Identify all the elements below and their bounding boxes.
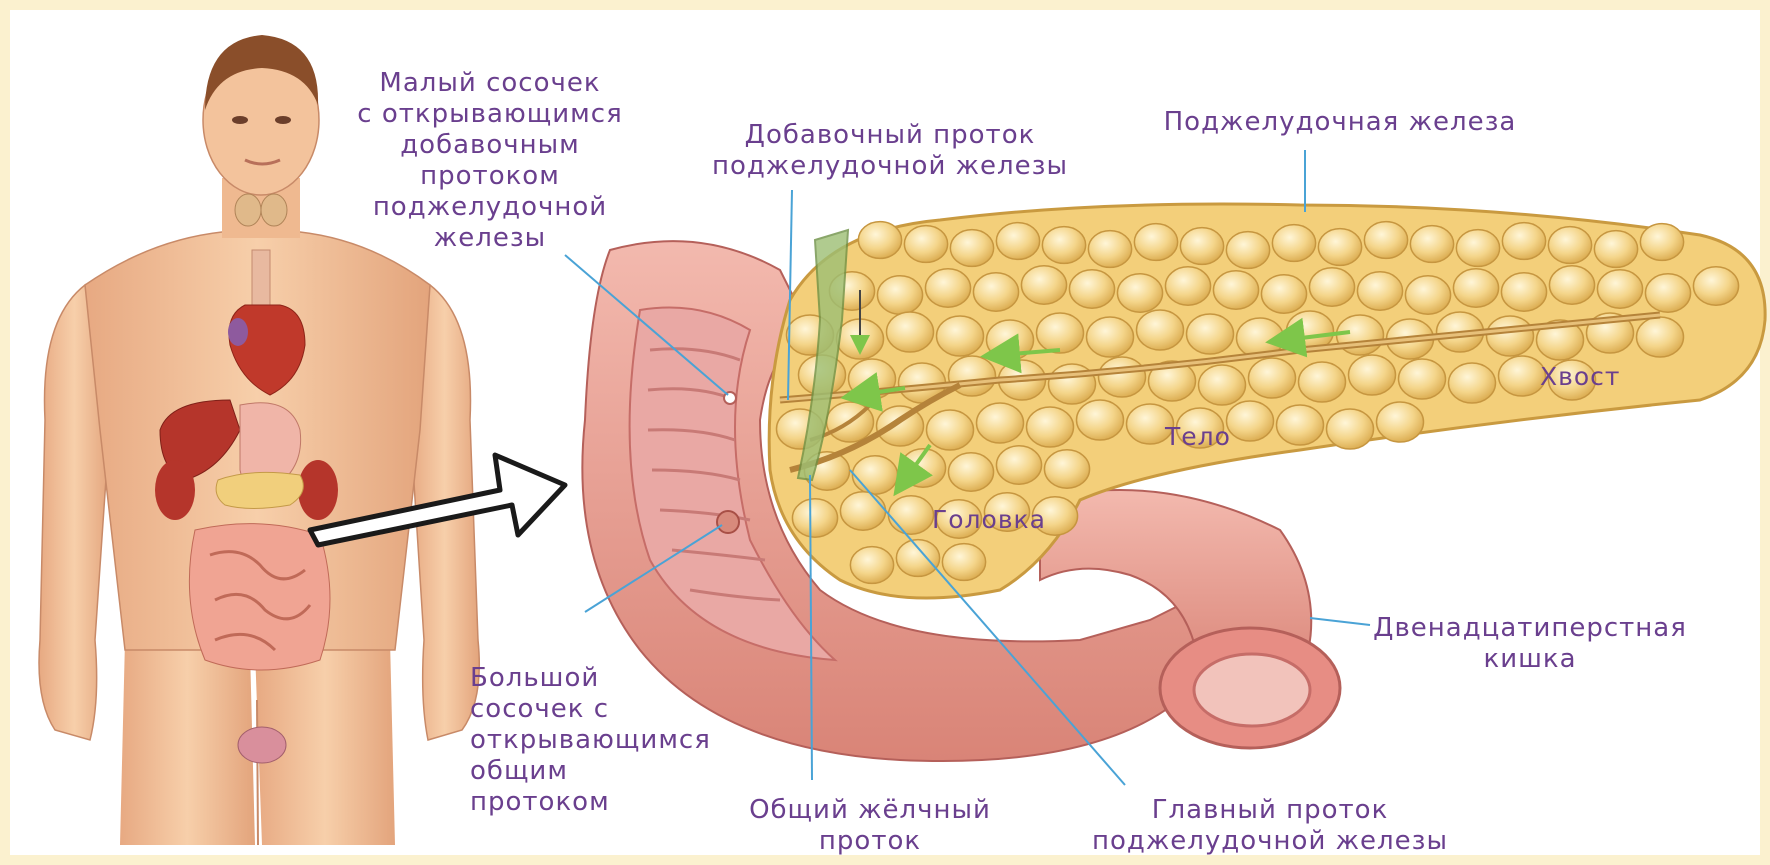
pancreas-lobule <box>852 456 897 494</box>
pancreas-lobule <box>1180 228 1223 265</box>
pancreas-lobule <box>1277 405 1324 445</box>
pancreas-lobule <box>1069 270 1114 308</box>
pancreas-lobule <box>1027 407 1074 447</box>
label-duodenum: Двенадцатиперстная кишка <box>1360 613 1700 675</box>
pancreas-lobule <box>1377 402 1424 442</box>
pancreas-lobule <box>925 269 970 307</box>
pancreas-lobule <box>1137 310 1184 350</box>
pancreas-lobule <box>1044 450 1089 488</box>
label-major-papilla: Большой сосочек с открывающимся общим пр… <box>470 663 740 818</box>
pancreas-lobule <box>896 540 939 577</box>
pancreas-lobule <box>1318 229 1361 266</box>
pancreas-lobule <box>1499 356 1546 396</box>
pancreas-lobule <box>1249 358 1296 398</box>
pancreas-lobule <box>942 544 985 581</box>
pancreas-lobule <box>792 499 837 537</box>
pancreas-lobule <box>1453 269 1498 307</box>
pancreas-lobule <box>1226 232 1269 269</box>
pancreas-lobule <box>948 453 993 491</box>
pancreas-lobule <box>1594 231 1637 268</box>
pancreas-lobule <box>877 276 922 314</box>
pancreas-lobule <box>1502 223 1545 260</box>
pancreas-lobule <box>840 492 885 530</box>
pancreas-lobule <box>1637 317 1684 357</box>
pancreas-lobule <box>973 273 1018 311</box>
pancreas-lobule <box>1272 225 1315 262</box>
pancreas-lobule <box>1134 224 1177 261</box>
pancreas-lobule <box>927 410 974 450</box>
label-minor-papilla: Малый сосочек с открывающимся добавочным… <box>330 68 650 254</box>
pancreas-lobule <box>904 226 947 263</box>
pancreas-lobule <box>888 496 933 534</box>
pancreas-lobule <box>950 230 993 267</box>
pancreas-lobule <box>1099 357 1146 397</box>
pancreas-lobule <box>1405 276 1450 314</box>
pancreas-lobule <box>1410 226 1453 263</box>
pancreas-lobule <box>1645 274 1690 312</box>
pancreas-lobule <box>1357 272 1402 310</box>
label-common-bile-duct: Общий жёлчный проток <box>720 795 1020 857</box>
label-tail: Хвост <box>1540 362 1620 391</box>
label-body: Тело <box>1165 422 1231 451</box>
pancreas-lobule <box>1213 271 1258 309</box>
pancreas-lobule <box>1165 267 1210 305</box>
pancreas-lobule <box>1549 266 1594 304</box>
pancreas-lobule <box>1548 227 1591 264</box>
pancreas-lobule <box>1349 355 1396 395</box>
pancreas-lobule <box>1597 270 1642 308</box>
pancreas-lobule <box>1117 274 1162 312</box>
pancreas-lobule <box>1087 317 1134 357</box>
label-pancreas: Поджелудочная железа <box>1150 107 1530 138</box>
pancreas-lobule <box>996 446 1041 484</box>
pancreas-lobule <box>937 316 984 356</box>
pancreas-lobule <box>887 312 934 352</box>
pancreas-lobule <box>1327 409 1374 449</box>
pancreas-lobule <box>858 222 901 259</box>
pancreas-lobule <box>1299 362 1346 402</box>
pancreas-lobule <box>1449 363 1496 403</box>
label-accessory-duct: Добавочный проток поджелудочной железы <box>690 120 1090 182</box>
pancreas-lobule <box>1399 359 1446 399</box>
pancreas-lobule <box>1199 365 1246 405</box>
pancreas-lobule <box>1088 231 1131 268</box>
pancreas-lobule <box>1640 224 1683 261</box>
pancreas-lobule <box>1227 401 1274 441</box>
label-main-duct: Главный проток поджелудочной железы <box>1060 795 1480 857</box>
pancreas-lobule <box>1693 267 1738 305</box>
pancreas-lobule <box>996 223 1039 260</box>
pancreas-lobule <box>1261 275 1306 313</box>
pancreas-lobule <box>1042 227 1085 264</box>
pancreas-lobule <box>1309 268 1354 306</box>
pancreas-lobule <box>1501 273 1546 311</box>
pancreas-lobule <box>1487 316 1534 356</box>
pancreas-lobule <box>1456 230 1499 267</box>
pancreas-lobule <box>1187 314 1234 354</box>
pancreas-lobule <box>850 547 893 584</box>
label-head: Головка <box>932 505 1046 534</box>
pancreas-lobule <box>977 403 1024 443</box>
pancreas-lobule <box>1021 266 1066 304</box>
pancreas-lobule <box>1037 313 1084 353</box>
pancreas-lobule <box>1077 400 1124 440</box>
pancreas-lobule <box>1364 222 1407 259</box>
